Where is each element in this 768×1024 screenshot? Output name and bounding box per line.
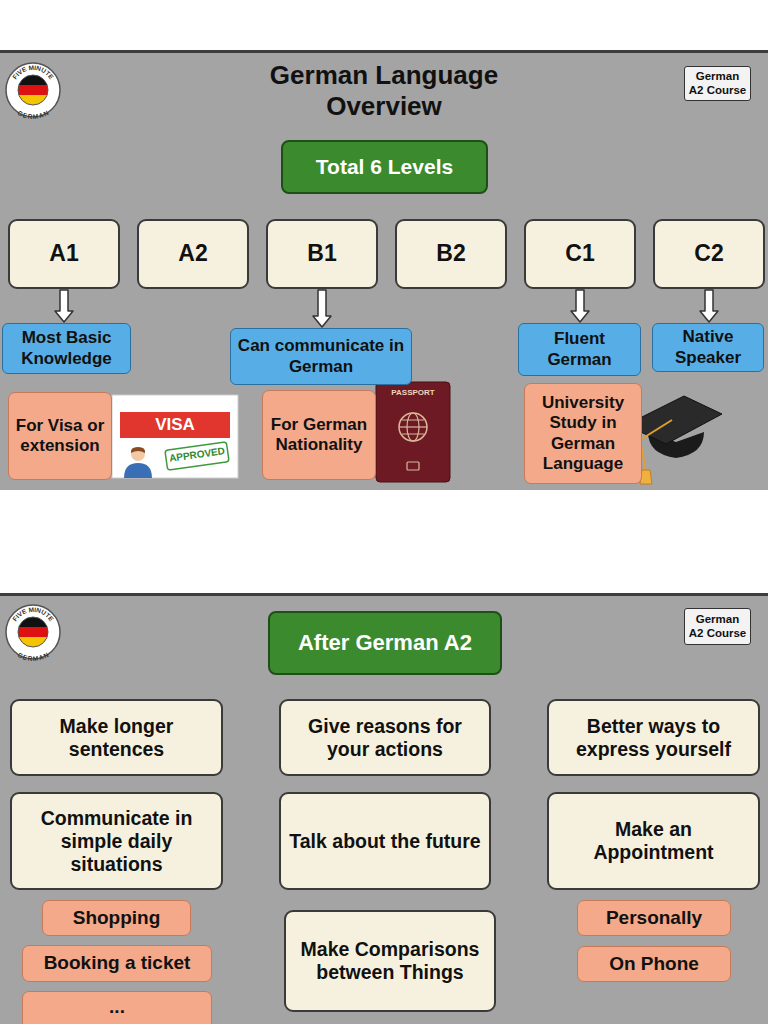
skill-box: Make an Appointment (547, 792, 760, 890)
example-box: ... (22, 991, 212, 1024)
box-text: German A2 Course (688, 70, 747, 96)
visa-text: VISA (120, 414, 230, 436)
logo-text-line: FIVE MINUTE (11, 606, 56, 623)
logo: FIVE MINUTE GERMAN (6, 605, 60, 662)
logo-text: FIVE MINUTE (11, 606, 56, 623)
slide-border (0, 50, 768, 53)
box-text: A2 (178, 240, 207, 267)
block-arrow (571, 290, 589, 322)
course-tag: German A2 Course (684, 66, 751, 101)
example-box: Booking a ticket (22, 945, 212, 982)
slide-title: German Language Overview (244, 60, 524, 122)
box-text: University Study in German Language (531, 393, 635, 473)
logo-text: FIVE MINUTE (11, 64, 56, 81)
level-box: A1 (8, 219, 120, 289)
box-text: Make Comparisons between Things (292, 938, 488, 984)
box-text: Talk about the future (289, 830, 480, 853)
block-arrow (313, 290, 331, 327)
box-text: A1 (49, 240, 78, 267)
purpose-box: For Visa or extension (8, 392, 112, 480)
box-text: B2 (436, 240, 465, 267)
box-text: Make longer sentences (18, 715, 215, 761)
example-box: Personally (577, 900, 731, 936)
box-text: Can communicate in German (237, 336, 405, 376)
skill-box: Talk about the future (279, 792, 491, 890)
description-box: Native Speaker (652, 323, 764, 372)
description-box: Can communicate in German (230, 328, 412, 385)
skill-box: Give reasons for your actions (279, 699, 491, 776)
visa-card (112, 395, 238, 478)
logo-text: GERMAN (17, 109, 50, 120)
box-text: Give reasons for your actions (287, 715, 483, 761)
logo-text-line: FIVE MINUTE (11, 64, 56, 81)
box-text: Native Speaker (659, 327, 757, 367)
box-text: Fluent German (525, 329, 634, 369)
level-box: C1 (524, 219, 636, 289)
box-text: For German Nationality (269, 415, 369, 455)
box-text: C1 (565, 240, 594, 267)
level-box: B1 (266, 219, 378, 289)
logo-text-line: GERMAN (17, 651, 50, 662)
box-text: German A2 Course (688, 613, 747, 639)
passport (376, 382, 450, 482)
box-text: After German A2 (298, 630, 472, 656)
logo-text: GERMAN (17, 651, 50, 662)
box-text: C2 (694, 240, 723, 267)
example-box: Shopping (42, 900, 191, 936)
description-box: Most Basic Knowledge (2, 323, 131, 374)
box-text: Most Basic Knowledge (9, 328, 124, 368)
purpose-box: University Study in German Language (524, 383, 642, 484)
box-text: On Phone (609, 953, 699, 975)
box-text: Better ways to express yourself (555, 715, 752, 761)
example-box: On Phone (577, 946, 731, 982)
skill-box: Make longer sentences (10, 699, 223, 776)
block-arrow (55, 290, 73, 322)
purpose-box: For German Nationality (262, 390, 376, 480)
logo-text-line: GERMAN (17, 109, 50, 120)
passport-text: PASSPORT (376, 388, 450, 398)
header-box: Total 6 Levels (281, 140, 488, 194)
box-text: Communicate in simple daily situations (18, 807, 215, 876)
course-tag: German A2 Course (684, 608, 751, 645)
logo: FIVE MINUTE GERMAN (6, 63, 60, 120)
level-box: B2 (395, 219, 507, 289)
skill-box: Make Comparisons between Things (284, 910, 496, 1012)
box-text: Booking a ticket (44, 952, 191, 974)
box-text: Personally (606, 907, 702, 929)
header-box: After German A2 (268, 611, 502, 675)
box-text: Total 6 Levels (316, 155, 453, 180)
block-arrow (700, 290, 718, 322)
slide-border (0, 593, 768, 596)
level-box: C2 (653, 219, 765, 289)
box-text: For Visa or extension (15, 416, 105, 456)
level-box: A2 (137, 219, 249, 289)
box-text: Make an Appointment (555, 818, 752, 864)
skill-box: Communicate in simple daily situations (10, 792, 223, 890)
box-text: ... (109, 996, 125, 1018)
skill-box: Better ways to express yourself (547, 699, 760, 776)
box-text: Shopping (73, 907, 161, 929)
box-text: B1 (307, 240, 336, 267)
description-box: Fluent German (518, 323, 641, 376)
